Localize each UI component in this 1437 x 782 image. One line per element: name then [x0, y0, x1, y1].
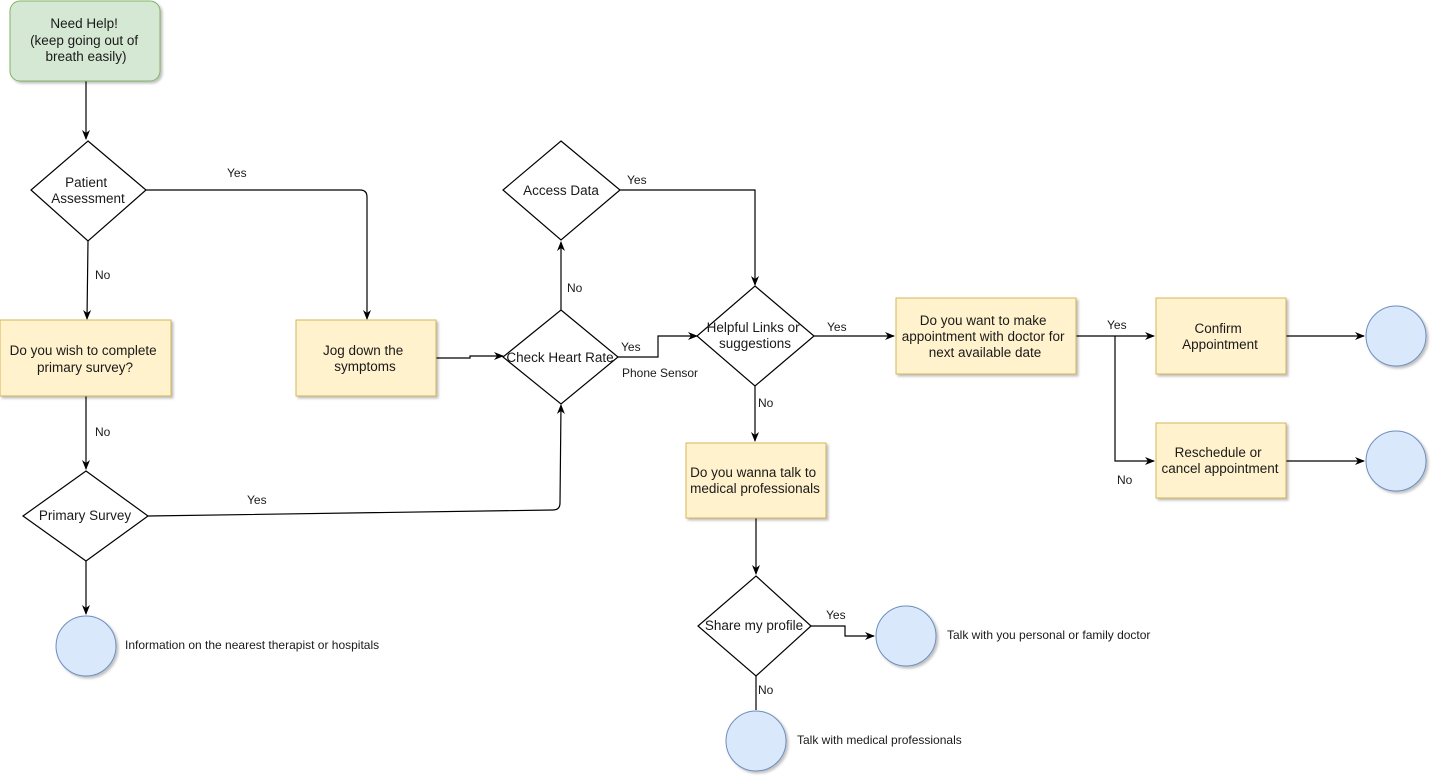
decision-patient-assessment: Patient Assessment: [30, 140, 147, 242]
end-reschedule: [1365, 430, 1427, 492]
note-nearest-therapist: Information on the nearest therapist or …: [125, 638, 379, 652]
decision-check-heart-rate: Check Heart Rate: [502, 309, 619, 405]
edge-assessment-yes: [146, 189, 371, 320]
svg-text:Check Heart Rate: Check Heart Rate: [506, 350, 613, 365]
label-heart-rate-yes: Yes: [621, 340, 641, 354]
label-phone-sensor: Phone Sensor: [622, 366, 698, 380]
label-share-profile-yes: Yes: [826, 608, 846, 622]
label-assessment-yes: Yes: [227, 166, 247, 180]
edge-appointment-no: [1114, 336, 1155, 465]
svg-text:Confirm Appointment: Confirm Appointment: [1182, 321, 1258, 352]
edge-share-yes: [811, 625, 875, 640]
edge-access-data-yes: [620, 189, 759, 286]
svg-text:Share my profile: Share my profile: [705, 618, 803, 633]
note-medical-professionals: Talk with medical professionals: [797, 733, 962, 747]
label-helpful-links-no: No: [758, 396, 774, 410]
svg-text:Patient Assessment: Patient Assessment: [51, 175, 125, 206]
decision-primary-survey: Primary Survey: [21, 470, 150, 562]
svg-text:Do you want to make appo: Do you want to make appointment with doc…: [902, 313, 1069, 360]
process-make-appointment: Do you want to make appointment with doc…: [895, 297, 1077, 375]
label-primary-survey-yes: Yes: [247, 493, 267, 507]
svg-text:Do you wish to complete: Do you wish to complete primary survey?: [10, 343, 161, 375]
svg-text:Primary Survey: Primary Survey: [39, 508, 132, 523]
end-nearest-therapist: [55, 615, 117, 677]
end-medical-professionals: [725, 710, 787, 772]
end-confirm: [1365, 305, 1427, 367]
svg-text:Jog down the symptoms: Jog down the symptoms: [323, 343, 407, 374]
process-confirm-appointment: Confirm Appointment: [1155, 297, 1287, 375]
edge-jog-to-heart-rate: [436, 352, 504, 360]
label-survey-question-no: No: [95, 425, 111, 439]
svg-text:Do you wanna talk to med: Do you wanna talk to medical professiona…: [690, 465, 820, 496]
decision-access-data: Access Data: [502, 140, 621, 241]
note-family-doctor: Talk with you personal or family doctor: [947, 628, 1150, 642]
end-family-doctor: [875, 605, 937, 667]
svg-text:Need Help! (keep going o: Need Help! (keep going out of breath eas…: [30, 16, 142, 64]
svg-text:Reschedule or cancel app: Reschedule or cancel appointment: [1161, 445, 1278, 476]
label-heart-rate-no: No: [567, 281, 583, 295]
process-jog-symptoms: Jog down the symptoms: [295, 319, 437, 397]
process-primary-survey-question: Do you wish to complete primary survey?: [0, 319, 172, 397]
edge-assessment-no: [83, 240, 92, 320]
process-reschedule: Reschedule or cancel appointment: [1155, 422, 1287, 499]
connectors: [82, 81, 1365, 710]
label-appointment-yes: Yes: [1107, 318, 1127, 332]
label-appointment-no: No: [1117, 473, 1133, 487]
decision-share-profile: Share my profile: [697, 575, 812, 677]
decision-helpful-links: Helpful Links or suggestions: [696, 285, 815, 387]
label-assessment-no: No: [95, 268, 111, 282]
edge-labels: Yes No No Yes Yes No Yes Phone Sensor Ye…: [95, 166, 1133, 697]
process-talk-professionals-question: Do you wanna talk to medical professiona…: [685, 442, 827, 519]
svg-text:Access Data: Access Data: [523, 183, 599, 198]
edge-primary-survey-yes: [147, 404, 565, 517]
label-access-data-yes: Yes: [627, 173, 647, 187]
edge-heart-rate-yes: [618, 332, 698, 358]
start-need-help: Need Help! (keep going out of breath eas…: [9, 0, 161, 82]
svg-text:Helpful Links or suggest: Helpful Links or suggestions: [707, 320, 804, 351]
label-share-profile-no: No: [758, 683, 774, 697]
label-helpful-links-yes: Yes: [827, 320, 847, 334]
